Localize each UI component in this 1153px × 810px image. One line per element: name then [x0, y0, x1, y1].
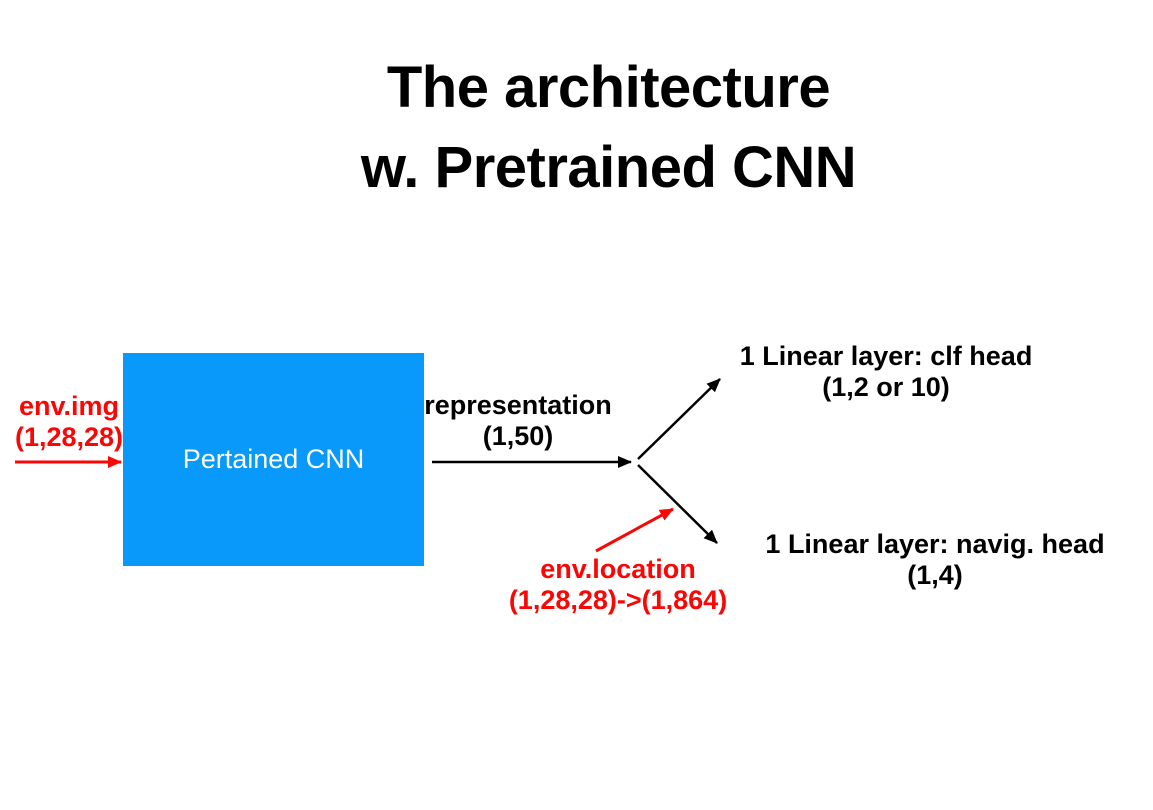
clf-head-label-line1: 1 Linear layer: clf head — [739, 341, 1033, 371]
slide-title-line1: The architecture — [386, 55, 831, 120]
pretrained-cnn-box: Pertained CNN — [123, 353, 424, 566]
representation-label-line1: representation — [424, 390, 612, 420]
env-img-label: env.img (1,28,28) — [0, 391, 138, 453]
env-location-label-line1: env.location — [540, 554, 696, 584]
pretrained-cnn-box-label: Pertained CNN — [182, 444, 365, 474]
env-img-label-line1: env.img — [18, 391, 120, 421]
navig-head-label-line1: 1 Linear layer: navig. head — [765, 529, 1105, 559]
slide-title-line2: w. Pretrained CNN — [360, 135, 857, 200]
navig-head-label-line2: (1,4) — [907, 560, 963, 590]
env-location-label-line2: (1,28,28)->(1,864) — [508, 585, 728, 615]
clf-head-label: 1 Linear layer: clf head (1,2 or 10) — [726, 341, 1046, 403]
clf-branch-arrow — [637, 378, 721, 460]
slide-title: The architecture w. Pretrained CNN — [32, 48, 1153, 208]
env-location-label: env.location (1,28,28)->(1,864) — [468, 554, 768, 616]
navig-branch-arrow — [637, 464, 718, 544]
navig-head-label: 1 Linear layer: navig. head (1,4) — [725, 529, 1145, 591]
clf-head-label-line2: (1,2 or 10) — [822, 372, 950, 402]
env-img-label-line2: (1,28,28) — [14, 422, 124, 452]
representation-label: representation (1,50) — [368, 390, 668, 452]
env-location-arrow — [595, 507, 674, 553]
representation-label-line2: (1,50) — [482, 421, 554, 451]
